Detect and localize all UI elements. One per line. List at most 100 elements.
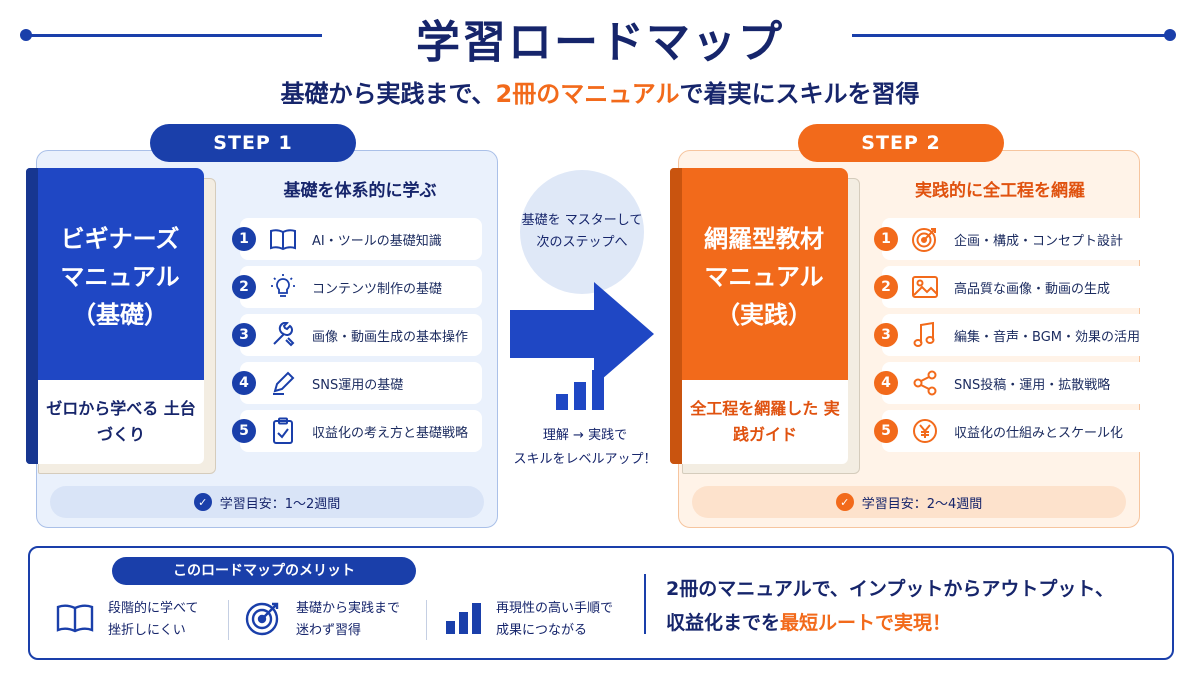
step2-item-3: 3 編集・音声・BGM・効果の活用 (874, 314, 1162, 356)
step2-book-band: 全工程を網羅した 実践ガイド (682, 380, 848, 464)
lightbulb-icon (268, 272, 298, 302)
merit-line: 基礎から実践まで (296, 601, 401, 616)
caption-line: 理解 → 実践で (542, 428, 628, 443)
item-text: 画像・動画生成の基本操作 (312, 329, 469, 345)
merit-text: 基礎から実践まで 迷わず習得 (296, 598, 400, 642)
merit-item-2: 基礎から実践まで 迷わず習得 (244, 598, 400, 642)
share-icon (910, 368, 940, 398)
title-dot-right (1164, 29, 1176, 41)
step2-label: STEP 2 (798, 124, 1004, 162)
step2-item-4: 4 SNS投稿・運用・拡散戦略 (874, 362, 1162, 404)
transition-caption: 理解 → 実践で スキルをレベルアップ！ (500, 424, 670, 472)
arrow-right-icon (510, 282, 654, 386)
step1-item-1: 1 AI・ツールの基礎知識 (232, 218, 482, 260)
image-icon (910, 272, 940, 302)
merit-divider (426, 600, 427, 640)
book-title-line: ビギナーズ (60, 225, 180, 253)
merit-item-1: 段階的に学べて 挫折しにくい (56, 598, 198, 642)
closing-line: 収益化までを最短ルートで実現！ (666, 606, 1146, 640)
item-text: 高品質な画像・動画の生成 (954, 281, 1111, 297)
item-text: AI・ツールの基礎知識 (312, 233, 442, 249)
book-icon (56, 602, 94, 638)
target-icon (910, 224, 940, 254)
step1-book-title: ビギナーズ マニュアル （基礎） (40, 220, 200, 334)
book-title-line: 網羅型教材 (704, 225, 824, 253)
step1-item-3: 3 画像・動画生成の基本操作 (232, 314, 482, 356)
item-text: 編集・音声・BGM・効果の活用 (954, 329, 1140, 345)
book-icon (268, 224, 298, 254)
book-spine (26, 168, 38, 464)
step2-item-2: 2 高品質な画像・動画の生成 (874, 266, 1162, 308)
bar-chart-icon (556, 370, 604, 410)
item-number: 3 (874, 323, 898, 347)
check-icon: ✓ (835, 493, 854, 511)
closing-line: 2冊のマニュアルで、インプットからアウトプット、 (666, 578, 1114, 600)
closing-message: 2冊のマニュアルで、インプットからアウトプット、 収益化までを最短ルートで実現！ (666, 572, 1146, 640)
page-subtitle: 基礎から実践まで、2冊のマニュアルで着実にスキルを習得 (0, 74, 1200, 109)
item-number: 4 (874, 371, 898, 395)
title-line-right (852, 34, 1168, 37)
merit-line: 再現性の高い手順で (496, 601, 614, 616)
music-note-icon (910, 320, 940, 350)
page-title: 学習ロードマップ (416, 17, 784, 68)
pencil-icon (268, 368, 298, 398)
item-number: 2 (874, 275, 898, 299)
merit-line: 挫折しにくい (108, 623, 186, 638)
item-number: 5 (232, 419, 256, 443)
merit-line: 迷わず習得 (296, 623, 362, 638)
step2-book-title: 網羅型教材 マニュアル （実践） (684, 220, 844, 334)
item-text: コンテンツ制作の基礎 (312, 281, 443, 297)
step2-duration: 学習目安：2〜4週間 (861, 496, 983, 512)
closing-pre: 収益化までを (666, 612, 781, 634)
step2-book: 網羅型教材 マニュアル （実践） 全工程を網羅した 実践ガイド (670, 168, 860, 474)
step1-book-band: ゼロから学べる 土台づくり (38, 380, 204, 464)
merit-item-3: 再現性の高い手順で 成果につながる (444, 598, 613, 642)
merit-divider (228, 600, 229, 640)
item-text: 収益化の考え方と基礎戦略 (312, 425, 469, 441)
step2-list-heading: 実践的に全工程を網羅 (915, 181, 1085, 201)
check-icon: ✓ (193, 493, 212, 511)
target-icon (244, 599, 282, 641)
item-text: 収益化の仕組みとスケール化 (954, 425, 1124, 441)
step1-label: STEP 1 (150, 124, 356, 162)
transition-circle: 基礎を マスターして 次のステップへ (520, 170, 644, 294)
merit-line: 成果につながる (496, 623, 588, 638)
step1-item-5: 5 収益化の考え方と基礎戦略 (232, 410, 482, 452)
step2-item-5: 5 収益化の仕組みとスケール化 (874, 410, 1162, 452)
merit-line: 段階的に学べて (108, 601, 199, 616)
book-title-line: マニュアル (60, 263, 180, 291)
subtitle-post: で着実にスキルを習得 (679, 80, 920, 108)
step2-item-1: 1 企画・構成・コンセプト設計 (874, 218, 1162, 260)
wrench-icon (268, 320, 298, 350)
caption-line: スキルをレベルアップ！ (513, 452, 657, 467)
title-line-left (26, 34, 322, 37)
bar-chart-icon (444, 601, 482, 639)
item-number: 2 (232, 275, 256, 299)
step1-duration-bar: ✓ 学習目安：1〜2週間 (50, 486, 484, 518)
closing-highlight: 最短ルートで実現！ (780, 612, 952, 634)
item-number: 1 (874, 227, 898, 251)
item-number: 3 (232, 323, 256, 347)
step1-item-4: 4 SNS運用の基礎 (232, 362, 482, 404)
merit-text: 再現性の高い手順で 成果につながる (496, 598, 613, 642)
item-text: 企画・構成・コンセプト設計 (954, 233, 1124, 249)
closing-divider (644, 574, 646, 634)
item-text: SNS投稿・運用・拡散戦略 (954, 377, 1111, 393)
item-text: SNS運用の基礎 (312, 377, 404, 393)
merit-heading: このロードマップのメリット (112, 557, 416, 585)
yen-coin-icon (910, 416, 940, 446)
item-number: 4 (232, 371, 256, 395)
item-number: 5 (874, 419, 898, 443)
merit-text: 段階的に学べて 挫折しにくい (108, 598, 198, 642)
clipboard-check-icon (268, 416, 298, 446)
step1-list-heading: 基礎を体系的に学ぶ (283, 181, 437, 201)
step1-book: ビギナーズ マニュアル （基礎） ゼロから学べる 土台づくり (26, 168, 216, 474)
book-spine (670, 168, 682, 464)
step1-item-2: 2 コンテンツ制作の基礎 (232, 266, 482, 308)
step2-duration-bar: ✓ 学習目安：2〜4週間 (692, 486, 1126, 518)
book-title-line: （実践） (716, 301, 812, 329)
step1-duration: 学習目安：1〜2週間 (219, 496, 341, 512)
subtitle-pre: 基礎から実践まで、 (280, 80, 496, 108)
book-title-line: マニュアル (704, 263, 824, 291)
book-title-line: （基礎） (72, 301, 168, 329)
